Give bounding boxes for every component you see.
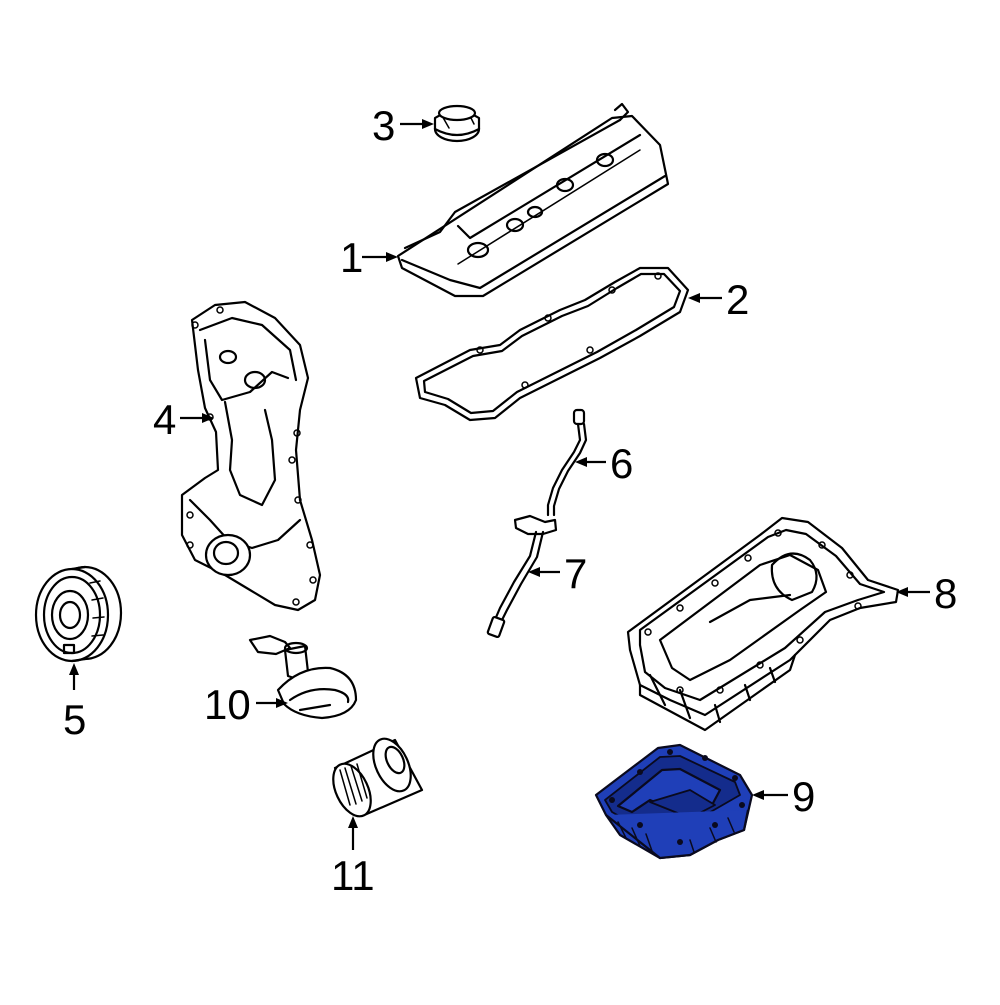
oil-filter[interactable] [326,733,424,822]
dipstick-tube[interactable] [486,514,558,639]
callout-6: 6 [610,440,633,487]
callout-2: 2 [726,276,749,323]
upper-oil-pan[interactable] [626,516,900,732]
valve-cover[interactable] [396,102,670,298]
oil-pickup-strainer[interactable] [248,634,358,720]
crankshaft-pulley[interactable] [34,565,123,663]
callout-11: 11 [331,852,375,899]
callout-5: 5 [63,696,86,743]
callout-1: 1 [340,234,363,281]
valve-cover-gasket[interactable] [414,266,690,422]
callout-8: 8 [934,570,957,617]
callout-10: 10 [204,681,251,728]
lower-oil-pan-highlighted[interactable] [594,743,754,860]
callout-4: 4 [153,396,176,443]
oil-filler-cap[interactable] [433,104,481,143]
callout-9: 9 [792,773,815,820]
timing-cover[interactable] [180,300,322,612]
oil-dipstick[interactable] [546,408,588,517]
callout-7: 7 [564,550,587,597]
callout-3: 3 [372,102,395,149]
callout-leaders [69,119,930,850]
